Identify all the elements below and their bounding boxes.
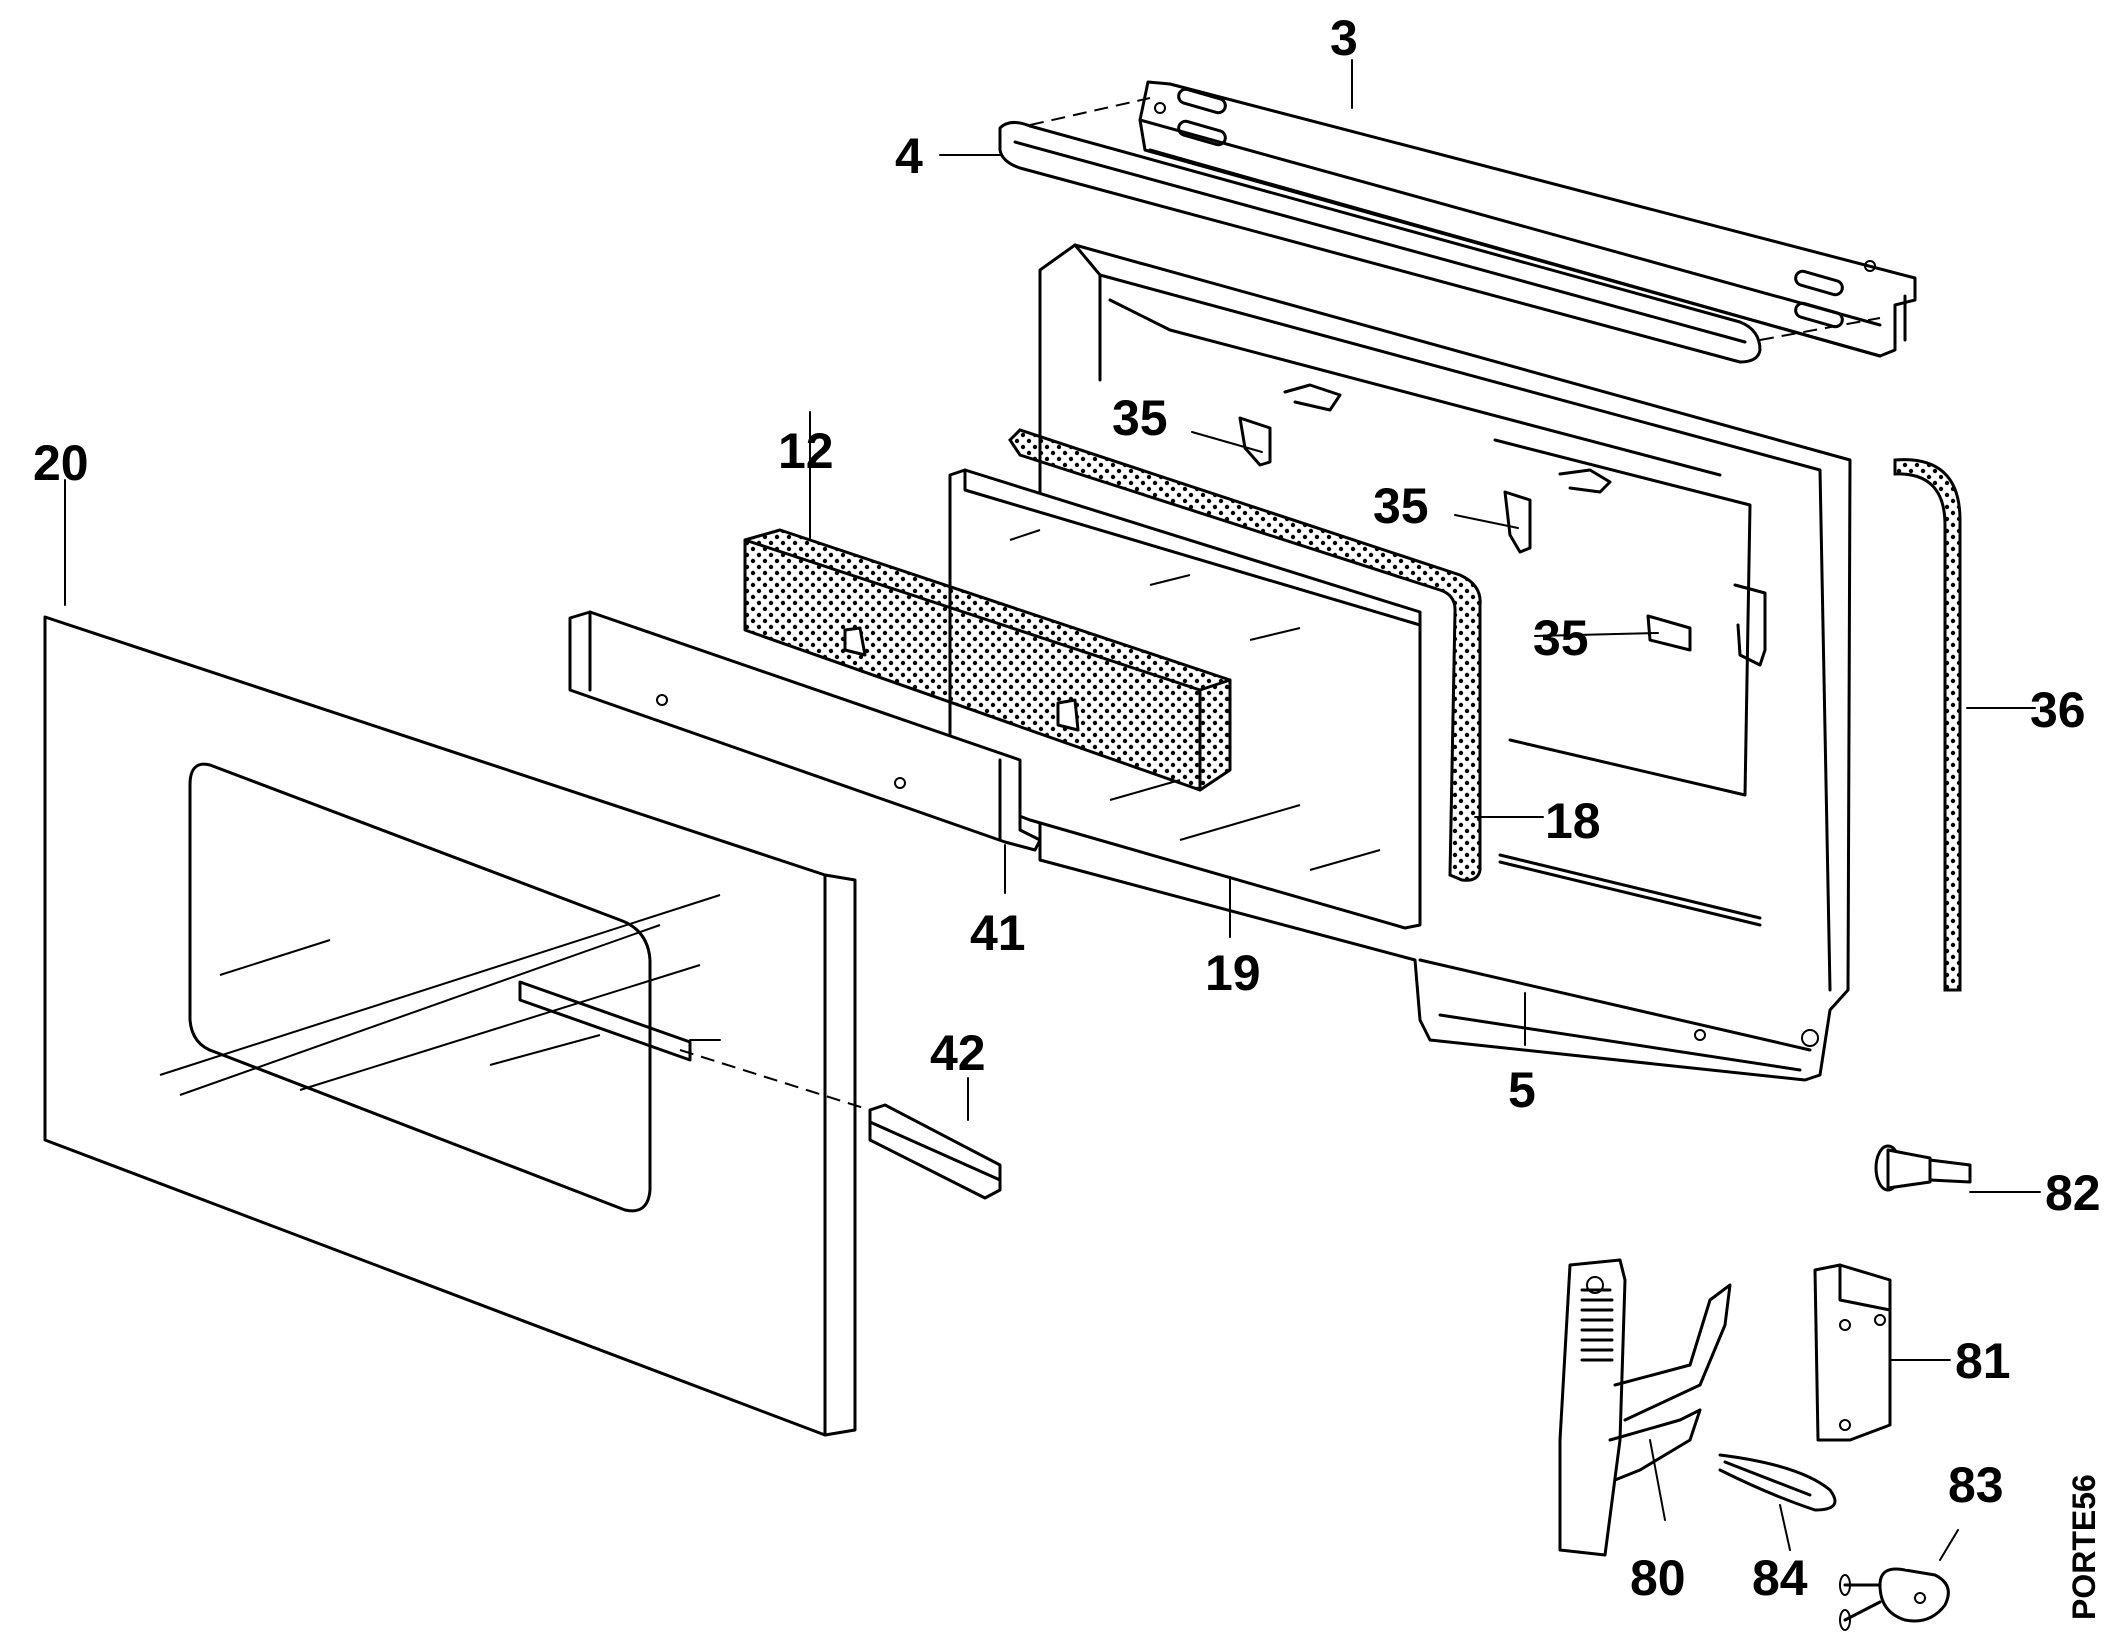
leader-lines [64,59,2041,1561]
callout-19: 19 [1205,945,1261,1001]
callout-3: 3 [1330,10,1358,66]
hinge-bracket-part-81 [1813,1263,1892,1442]
hinge-assembly-part-80 [1558,1258,1732,1557]
callout-84: 84 [1752,1550,1808,1606]
mounting-clip-part-35-b [1503,468,1612,554]
callout-20: 20 [33,435,89,491]
callout-35-b: 35 [1373,478,1429,534]
callout-18: 18 [1545,793,1601,849]
callout-83: 83 [1948,1457,2004,1513]
callout-80: 80 [1630,1550,1686,1606]
callout-35-a: 35 [1112,390,1168,446]
callout-35-c: 35 [1533,610,1589,666]
mounting-clip-part-35-c [1646,583,1767,667]
front-door-panel-part-20 [43,615,857,1437]
mounting-clip-part-35-a [1238,383,1342,467]
bracket-strip-part-41 [568,610,1042,852]
callout-82: 82 [2045,1165,2101,1221]
insulation-block-part-12 [743,528,1232,792]
callout-36: 36 [2030,682,2086,738]
callout-42: 42 [930,1025,986,1081]
callout-4: 4 [895,128,923,184]
pin-part-82 [1874,1144,1972,1192]
callout-41: 41 [970,905,1026,961]
glass-gasket-part-18 [1008,428,1482,882]
side-seal-part-36 [1893,458,1962,992]
reference-code: PORTE56 [2066,1474,2102,1620]
top-trim-strip-part-4 [998,97,1881,364]
pin-plate-part-83 [1839,1567,1950,1631]
spring-clip-part-84 [1718,1453,1837,1512]
handle-rail-part-42 [679,1049,1002,1200]
callout-12: 12 [778,423,834,479]
callout-5: 5 [1508,1062,1536,1118]
top-frame-bar-part-3 [1138,80,1917,358]
callout-81: 81 [1955,1333,2011,1389]
